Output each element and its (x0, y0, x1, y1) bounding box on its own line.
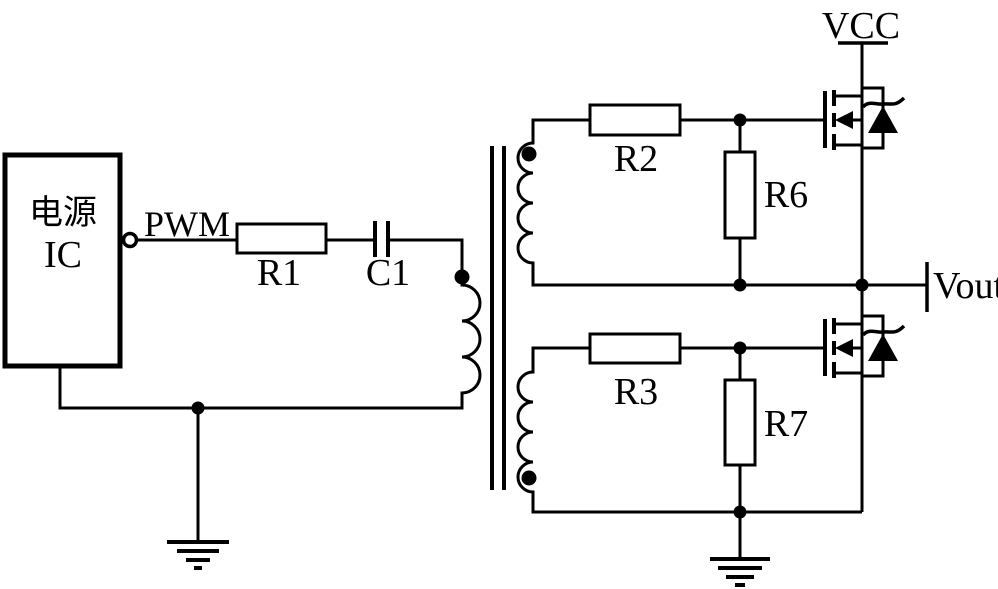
mosfet-bottom-diode-cathode-bar (861, 324, 906, 337)
junction-dot (733, 113, 747, 127)
r3-body (588, 332, 682, 365)
secondary-bottom-winding-wire (516, 346, 862, 514)
r6-body (723, 150, 757, 240)
vcc-label: VCC (822, 5, 900, 47)
secondary-bottom-polarity-dot (521, 470, 537, 486)
pwm-label: PWM (144, 204, 230, 244)
pwm-terminal-icon (121, 231, 139, 249)
primary-wiring (58, 238, 482, 541)
r1-body (235, 222, 328, 255)
r3-label: R3 (614, 371, 658, 413)
transformer (454, 118, 927, 514)
power-ic-box (2, 152, 123, 369)
r1-label: R1 (257, 252, 301, 294)
mosfet-bottom-diode-triangle-icon (868, 334, 898, 361)
ground-symbol-secondary (710, 512, 770, 587)
vcc-terminal: VCC (822, 5, 900, 47)
primary-winding-and-return-wire (58, 238, 482, 410)
junction-dot (191, 401, 205, 415)
mosfet-top (823, 43, 906, 292)
vout-terminal: Vout (925, 262, 998, 312)
c1-label: C1 (366, 252, 410, 294)
junction-dot (733, 341, 747, 355)
secondary-top-polarity-dot (521, 146, 537, 162)
resistor-r1: R1 (235, 222, 328, 294)
mosfet-top-diode-triangle-icon (868, 106, 898, 133)
power-ic-label-line1: 电源 (29, 194, 97, 232)
r2-body (588, 103, 682, 137)
junction-dot (733, 278, 747, 292)
mosfet-bottom (823, 285, 906, 512)
top-gate-network: R2 R6 (588, 103, 825, 292)
mosfet-bottom-arrow-icon (835, 339, 853, 357)
mosfet-top-diode-cathode-bar (861, 96, 906, 109)
r7-body (723, 378, 757, 467)
ground-symbol-primary (167, 401, 229, 570)
power-ic-block: 电源 IC PWM (2, 152, 230, 369)
power-ic-label-line2: IC (44, 234, 82, 276)
primary-polarity-dot (454, 269, 470, 285)
mosfet-top-arrow-icon (835, 111, 853, 129)
r2-label: R2 (614, 138, 658, 180)
r6-label: R6 (764, 174, 808, 216)
bottom-gate-network: R3 R7 (588, 332, 825, 519)
capacitor-c1: C1 (366, 221, 410, 294)
r7-label: R7 (764, 403, 808, 445)
vout-label: Vout (933, 265, 998, 307)
secondary-top-winding-wire (516, 118, 927, 287)
